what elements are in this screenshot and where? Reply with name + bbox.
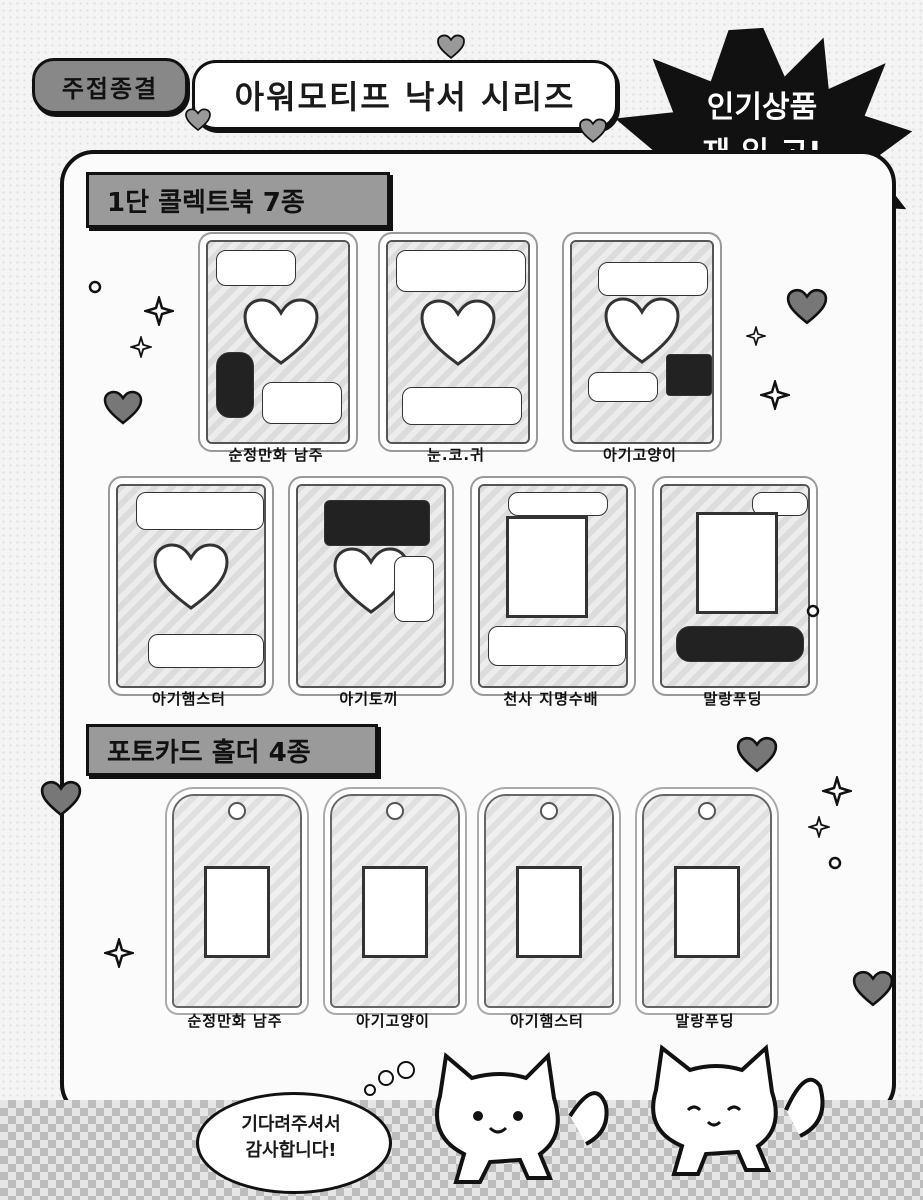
thought-dots-icon xyxy=(364,1061,415,1096)
product-name: 순정만화 남주 xyxy=(228,446,324,464)
speech-bubble xyxy=(508,492,608,516)
heart-window-icon xyxy=(153,543,229,610)
product-name: 아기햄스터 xyxy=(509,1012,584,1030)
dot-icon xyxy=(828,856,842,870)
speech-bubble xyxy=(148,634,264,668)
notebook-card xyxy=(386,240,530,444)
heart-icon xyxy=(103,390,143,425)
product-name: 아기햄스터 xyxy=(151,690,226,708)
cat-right-icon xyxy=(651,1043,825,1176)
sparkle-icon xyxy=(760,380,790,410)
sparkle-icon xyxy=(746,326,766,346)
notebook-card xyxy=(116,484,266,688)
thanks-line-1: 기다려주셔서 xyxy=(241,1114,341,1135)
product-name: 아기토끼 xyxy=(339,690,399,708)
product-name: 순정만화 남주 xyxy=(187,1012,283,1030)
tag-label: 주접종결 xyxy=(32,58,188,114)
speech-bubble xyxy=(588,372,658,402)
product-name: 아기고양이 xyxy=(602,446,677,464)
speech-bubble xyxy=(676,626,804,662)
section-title-holders: 포토카드 홀더 4종 xyxy=(86,724,378,776)
speech-bubble xyxy=(598,262,708,296)
notebook-card xyxy=(206,240,350,444)
speech-bubble xyxy=(396,250,526,292)
dot-icon xyxy=(88,280,102,294)
product-name: 눈.코.귀 xyxy=(427,446,485,464)
dot-icon xyxy=(806,604,820,618)
speech-bubble xyxy=(666,354,712,396)
photocard-holder xyxy=(484,794,614,1008)
speech-bubble xyxy=(136,492,264,530)
product-name: 말랑푸딩 xyxy=(703,690,763,708)
photocard-holder xyxy=(642,794,772,1008)
product-name: 천사 지명수배 xyxy=(503,690,599,708)
speech-bubble xyxy=(394,556,434,622)
cat-left-icon xyxy=(435,1051,609,1184)
rect-window xyxy=(696,512,778,614)
rect-window xyxy=(362,866,428,958)
heart-icon xyxy=(786,288,828,325)
heart-window-icon xyxy=(604,297,680,364)
sparkle-icon xyxy=(822,776,852,806)
section-title-notebooks: 1단 콜렉트북 7종 xyxy=(86,172,390,228)
thanks-text: 기다려주셔서 감사합니다! xyxy=(196,1112,386,1164)
sparkle-icon xyxy=(808,816,830,838)
speech-bubble xyxy=(402,387,522,425)
heart-window-icon xyxy=(243,298,319,365)
product-name: 아기고양이 xyxy=(355,1012,430,1030)
notebook-card xyxy=(570,240,714,444)
thanks-line-2: 감사합니다! xyxy=(245,1140,337,1161)
speech-bubble xyxy=(216,250,296,286)
heart-icon xyxy=(40,780,82,817)
page-title: 아워모티프 낙서 시리즈 xyxy=(192,60,618,130)
product-name: 말랑푸딩 xyxy=(675,1012,735,1030)
heart-window-icon xyxy=(420,299,496,366)
notebook-card xyxy=(660,484,810,688)
photocard-holder xyxy=(172,794,302,1008)
rect-window xyxy=(674,866,740,958)
rect-window xyxy=(506,516,588,618)
heart-icon xyxy=(185,108,211,132)
heart-icon xyxy=(736,736,778,773)
sparkle-icon xyxy=(104,938,134,968)
heart-icon xyxy=(852,970,894,1007)
speech-bubble xyxy=(488,626,626,666)
rect-window xyxy=(204,866,270,958)
sparkle-icon xyxy=(130,336,152,358)
rect-window xyxy=(516,866,582,958)
notebook-card xyxy=(478,484,628,688)
heart-icon xyxy=(579,118,607,143)
speech-bubble xyxy=(262,382,342,424)
thanks-speech-bubble xyxy=(196,1092,392,1194)
sparkle-icon xyxy=(144,296,174,326)
notebook-card xyxy=(296,484,446,688)
burst-line-1: 인기상품 xyxy=(706,90,818,125)
photocard-holder xyxy=(330,794,460,1008)
speech-bubble xyxy=(216,352,254,418)
speech-bubble xyxy=(324,500,430,546)
heart-icon xyxy=(437,34,465,59)
